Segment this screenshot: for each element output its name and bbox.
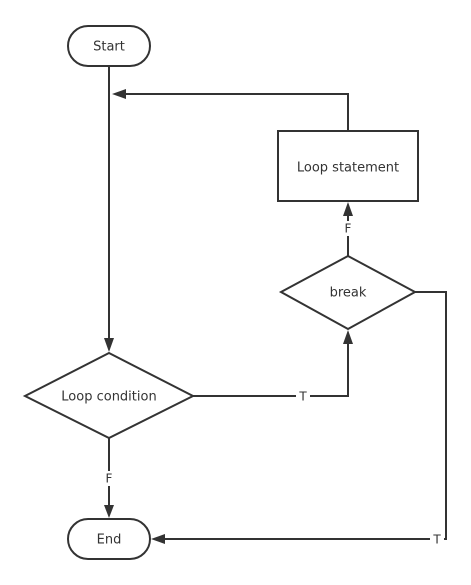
arrowhead-statement bbox=[343, 202, 353, 216]
loop-statement-node: Loop statement bbox=[277, 130, 419, 202]
end-node: End bbox=[67, 518, 151, 560]
loop-condition-node: Loop condition bbox=[22, 351, 196, 440]
edge-statement-loopback bbox=[126, 93, 349, 131]
arrowhead-loopback bbox=[112, 89, 126, 99]
arrowhead-end-side bbox=[151, 534, 165, 544]
loop-condition-label: Loop condition bbox=[61, 390, 156, 405]
start-label: Start bbox=[93, 40, 125, 55]
edge-break-true bbox=[165, 291, 447, 540]
edge-label-break-false: F bbox=[345, 222, 352, 236]
start-node: Start bbox=[67, 25, 151, 67]
edge-condition-true bbox=[193, 344, 349, 397]
break-node: break bbox=[278, 254, 418, 331]
end-label: End bbox=[97, 533, 122, 548]
break-label: break bbox=[330, 286, 367, 301]
arrowhead-break bbox=[343, 330, 353, 344]
edge-label-condition-false: F bbox=[106, 472, 113, 486]
arrowhead-end bbox=[104, 505, 114, 518]
loop-statement-label: Loop statement bbox=[297, 161, 399, 176]
edge-label-break-true: T bbox=[432, 533, 441, 547]
arrowhead-condition bbox=[104, 338, 114, 352]
edge-label-condition-true: T bbox=[298, 390, 307, 404]
